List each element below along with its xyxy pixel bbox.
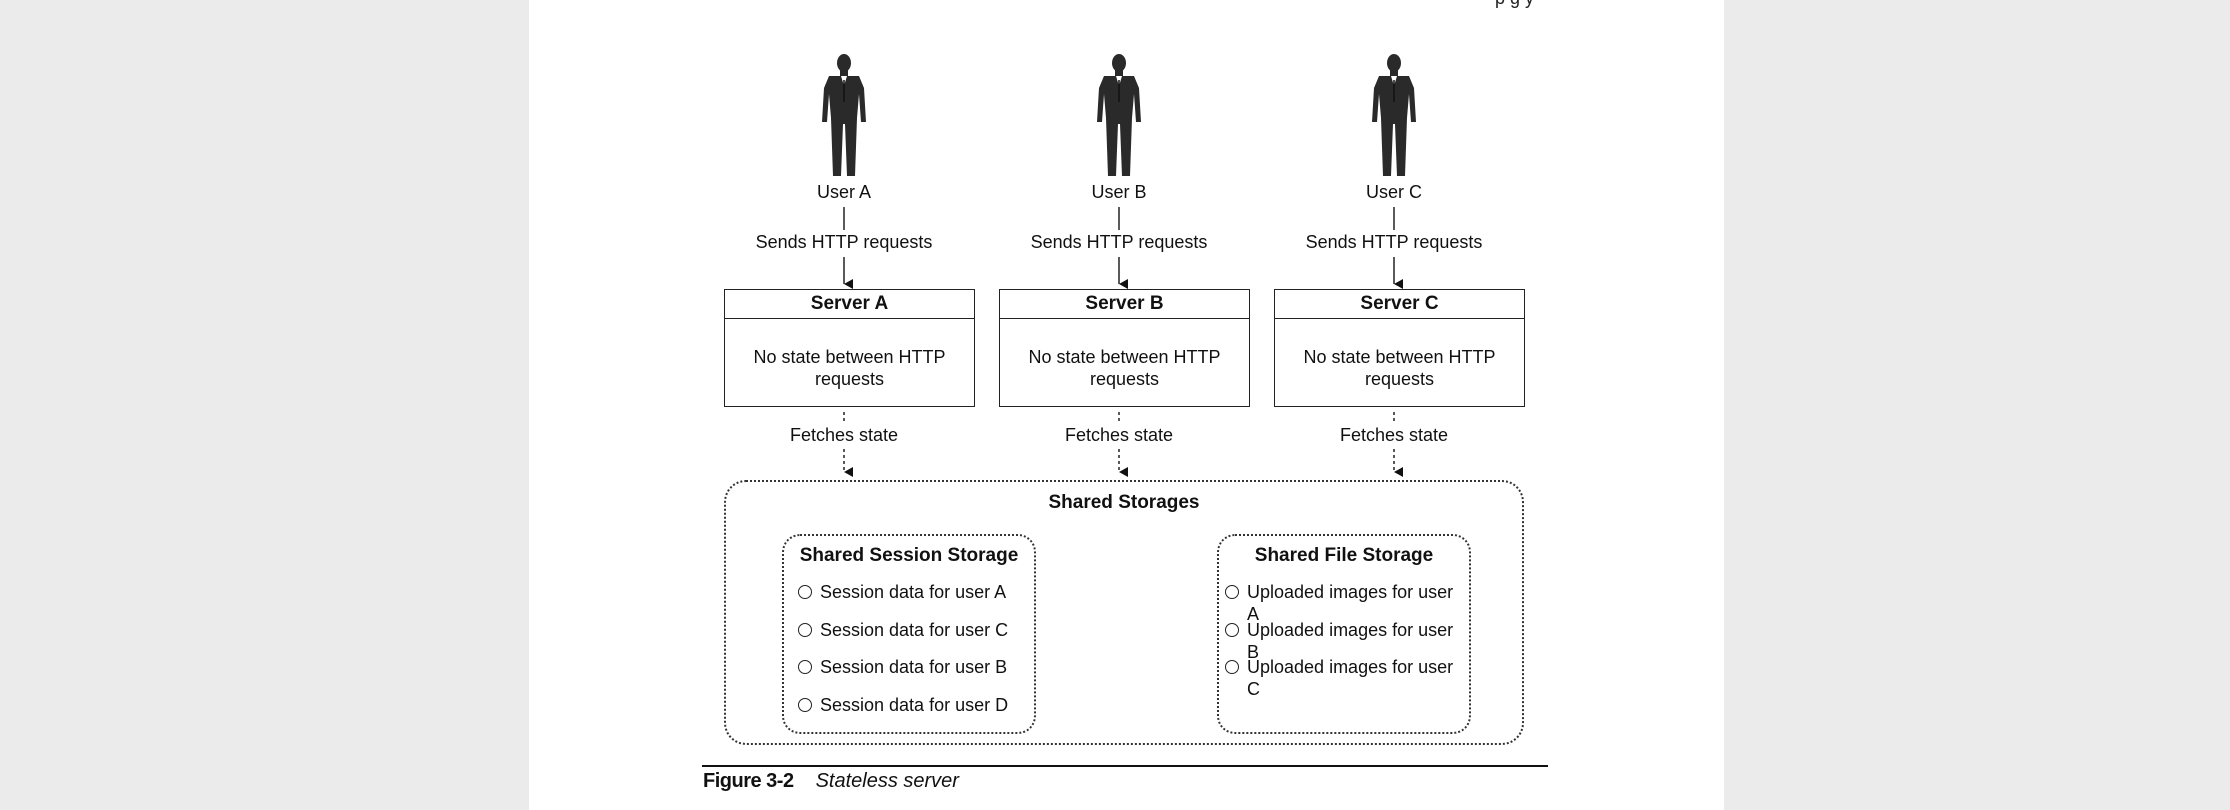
list-item-label: Session data for user B — [820, 657, 1008, 677]
circle-bullet-icon — [1225, 585, 1239, 599]
book-page: p g y — [529, 0, 1724, 810]
list-item-label: Uploaded images for user A — [1247, 582, 1454, 624]
file-storage-title: Shared File Storage — [1254, 545, 1434, 566]
circle-bullet-icon — [798, 585, 812, 599]
list-item-label: Session data for user C — [820, 619, 1009, 640]
server-description: No state between HTTP requests — [1028, 347, 1221, 389]
request-label-b: Sends HTTP requests — [999, 232, 1239, 253]
session-data-list: Session data for user A Session data for… — [784, 581, 1034, 731]
circle-bullet-icon — [798, 622, 812, 637]
user-label: User A — [816, 182, 872, 202]
user-a: User A — [774, 52, 914, 203]
list-item-label: Uploaded images for user C — [1247, 657, 1454, 699]
list-item: Uploaded images for user B — [1225, 619, 1469, 662]
fetch-label-c: Fetches state — [1274, 425, 1514, 446]
list-item-label: Session data for user D — [820, 694, 1009, 715]
list-item: Uploaded images for user C — [1225, 656, 1469, 699]
cut-off-text: p g y — [1495, 0, 1534, 9]
list-item: Session data for user B — [798, 656, 1034, 694]
server-title: Server B — [1000, 290, 1249, 319]
circle-bullet-icon — [1225, 660, 1239, 674]
server-a-box: Server A No state between HTTP requests — [724, 289, 975, 407]
list-item-label: Session data for user A — [820, 582, 1007, 602]
server-b-box: Server B No state between HTTP requests — [999, 289, 1250, 407]
shared-storages-group: Shared Storages Shared Session Storage S… — [724, 480, 1524, 745]
request-label-a: Sends HTTP requests — [724, 232, 964, 253]
person-icon — [1097, 54, 1141, 176]
file-data-list: Uploaded images for user A Uploaded imag… — [1219, 581, 1469, 699]
list-item-label: Uploaded images for user B — [1247, 619, 1454, 662]
fetch-label-a: Fetches state — [724, 425, 964, 446]
figure-title: Stateless server — [815, 770, 959, 792]
server-c-box: Server C No state between HTTP requests — [1274, 289, 1525, 407]
connectors — [843, 207, 1403, 477]
person-icon — [822, 54, 866, 176]
session-storage-title: Shared Session Storage — [799, 545, 1019, 566]
figure-caption: Figure 3-2 Stateless server — [703, 770, 959, 793]
server-title: Server A — [725, 290, 974, 319]
user-b: User B — [1049, 52, 1189, 203]
user-label: User B — [1091, 182, 1147, 202]
list-item: Session data for user A — [798, 581, 1034, 619]
request-label-c: Sends HTTP requests — [1274, 232, 1514, 253]
user-c: User C — [1324, 52, 1464, 203]
shared-storages-title: Shared Storages — [1048, 492, 1200, 513]
person-icon — [1372, 54, 1416, 176]
list-item: Session data for user C — [798, 619, 1034, 657]
circle-bullet-icon — [798, 660, 812, 674]
server-title: Server C — [1275, 290, 1524, 319]
server-description: No state between HTTP requests — [1303, 347, 1496, 389]
circle-bullet-icon — [1225, 622, 1239, 637]
fetch-label-b: Fetches state — [999, 425, 1239, 446]
list-item: Uploaded images for user A — [1225, 581, 1469, 624]
list-item: Session data for user D — [798, 694, 1034, 732]
caption-rule — [702, 765, 1548, 767]
shared-session-storage: Shared Session Storage Session data for … — [782, 534, 1036, 734]
shared-file-storage: Shared File Storage Uploaded images for … — [1217, 534, 1471, 734]
circle-bullet-icon — [798, 697, 812, 712]
figure-number: Figure 3-2 — [703, 770, 794, 792]
server-description: No state between HTTP requests — [753, 347, 946, 389]
user-label: User C — [1365, 182, 1422, 202]
